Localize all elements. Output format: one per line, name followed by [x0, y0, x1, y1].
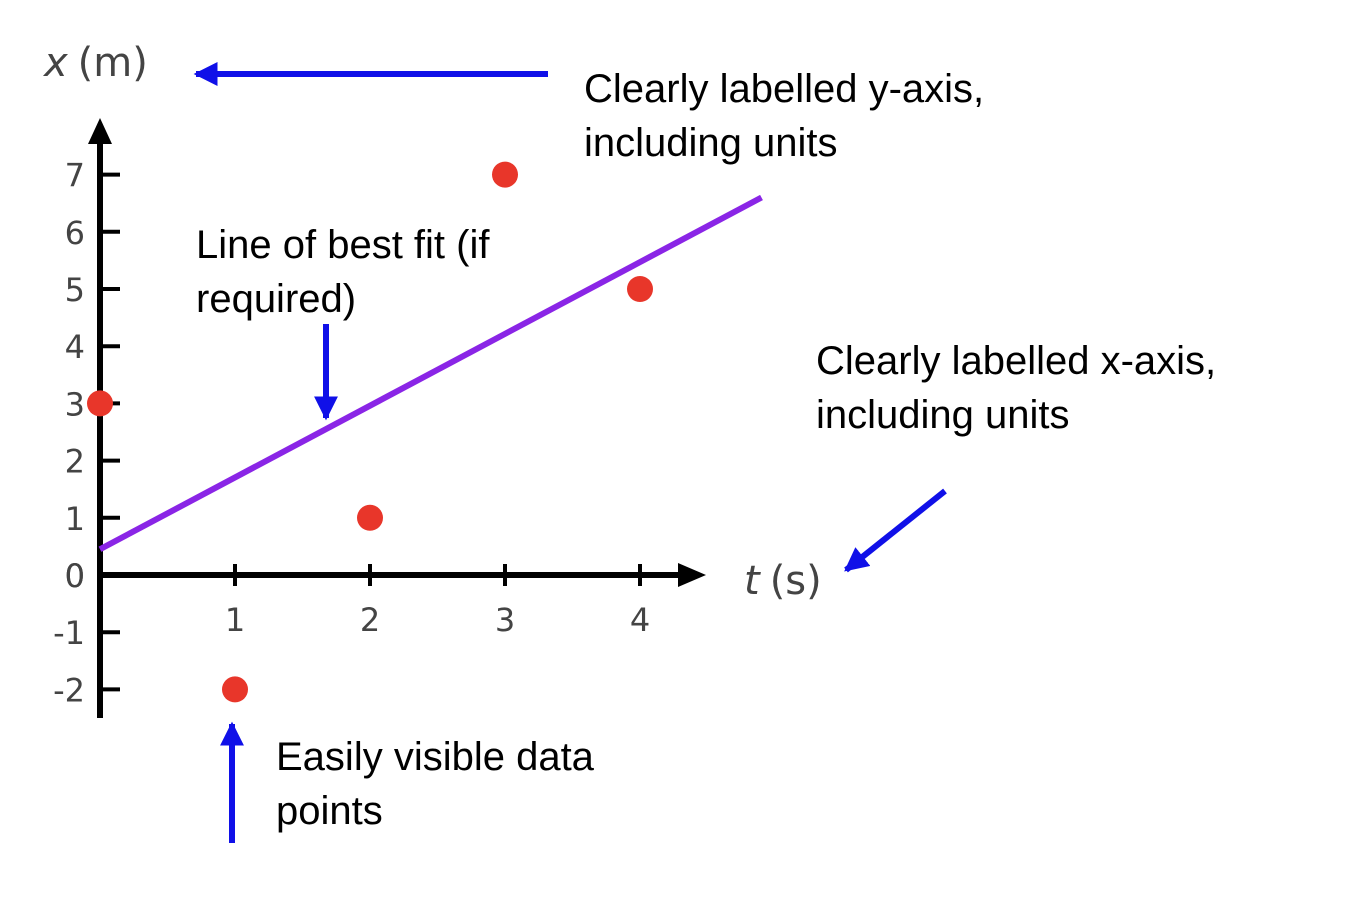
x-axis-label-unit: (s) [770, 558, 822, 604]
y-axis-label-unit: (m) [78, 40, 148, 86]
y-axis-note-line2: including units [584, 121, 838, 165]
y-tick-label: 5 [65, 271, 85, 309]
y-tick-label: 0 [65, 557, 85, 595]
x-tick-label: 4 [630, 601, 650, 639]
y-axis-label: x(m) [42, 40, 148, 86]
x-axis-note-arrow [844, 488, 947, 573]
points-note: Easily visible data points [276, 730, 594, 838]
y-tick-label: 0 [65, 557, 85, 595]
y-tick-label: -1 [53, 614, 85, 652]
x-axis-label-var: t [744, 558, 761, 604]
data-point [492, 161, 518, 188]
x-axis-arrowhead [678, 563, 706, 587]
x-ticks: 1 2 3 4 [225, 564, 650, 639]
y-tick-label: 3 [65, 385, 85, 423]
y-tick-label: 1 [65, 500, 85, 538]
y-tick-label: -2 [53, 671, 85, 709]
best-fit-note-line1: Line of best fit (if [196, 223, 490, 267]
points-note-line1: Easily visible data [276, 735, 594, 779]
points-note-line2: points [276, 789, 383, 833]
x-axis-note: Clearly labelled x-axis, including units [816, 334, 1216, 442]
y-axis-label-var: x [42, 40, 68, 86]
x-tick-label: 3 [495, 601, 515, 639]
x-tick-label: 2 [360, 601, 380, 639]
annotation-arrows [193, 62, 947, 843]
x-axis-note-line1: Clearly labelled x-axis, [816, 339, 1217, 383]
axes [88, 118, 706, 718]
x-tick-label: 1 [225, 601, 245, 639]
x-axis-label: t(s) [744, 558, 822, 604]
data-point [357, 504, 383, 531]
data-points [87, 161, 653, 703]
best-fit-note-line2: required) [196, 277, 357, 321]
best-fit-line [98, 194, 763, 552]
data-point [87, 390, 113, 417]
y-tick-label: 2 [65, 443, 85, 481]
y-axis-note-line1: Clearly labelled y-axis, [584, 67, 985, 111]
y-tick-label: 6 [65, 214, 85, 252]
y-axis-note: Clearly labelled y-axis, including units [584, 62, 984, 170]
data-point [222, 676, 248, 703]
y-tick-label: 4 [65, 328, 85, 366]
y-tick-label: 7 [65, 157, 85, 195]
x-axis-note-line2: including units [816, 393, 1070, 437]
data-point [627, 276, 653, 302]
y-axis-arrowhead [88, 118, 112, 144]
best-fit-note: Line of best fit (if required) [196, 218, 489, 326]
